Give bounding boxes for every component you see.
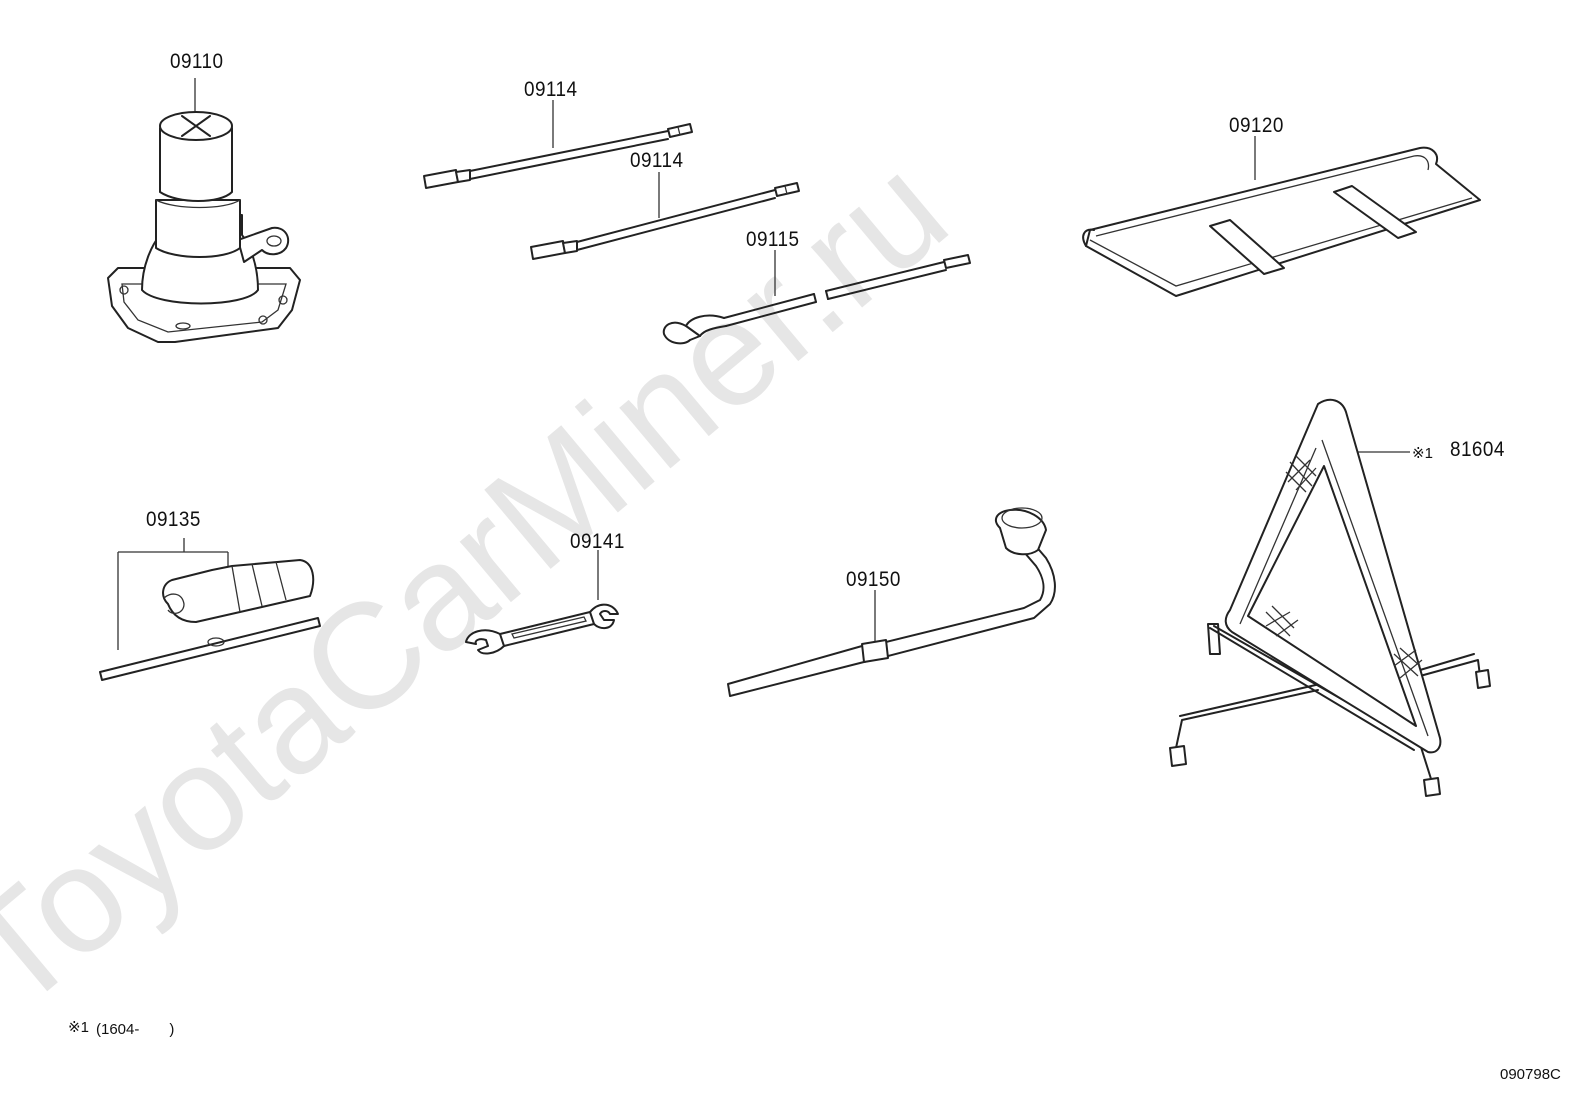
diagram-code: 090798C [1500,1066,1561,1083]
part-label-lug-wrench: 09150 [846,568,901,591]
extension-bar-2-drawing [530,172,800,260]
part-label-wrench: 09141 [570,530,625,553]
footnote-marker: ※1 [68,1019,89,1036]
part-label-tool-bag: 09120 [1229,114,1284,137]
jack-handle-drawing [662,250,971,345]
part-label-extension-bar-1: 09114 [524,78,578,101]
footnote-text: (1604- ) [96,1021,175,1038]
wrench-drawing [465,550,619,655]
tool-bag-drawing [1082,136,1481,297]
warning-triangle-drawing [1169,398,1491,797]
lug-wrench-drawing [727,507,1056,697]
jack-drawing [107,78,301,343]
part-label-jack-handle: 09115 [746,228,800,251]
screwdriver-drawing [99,538,321,681]
extension-bar-1-drawing [423,100,693,189]
part-label-jack: 09110 [170,50,224,73]
part-label-screwdriver: 09135 [146,508,201,531]
part-label-extension-bar-2: 09114 [630,149,684,172]
part-label-warning-triangle: 81604 [1450,438,1505,461]
part-marker-warning-triangle: ※1 [1412,445,1433,462]
